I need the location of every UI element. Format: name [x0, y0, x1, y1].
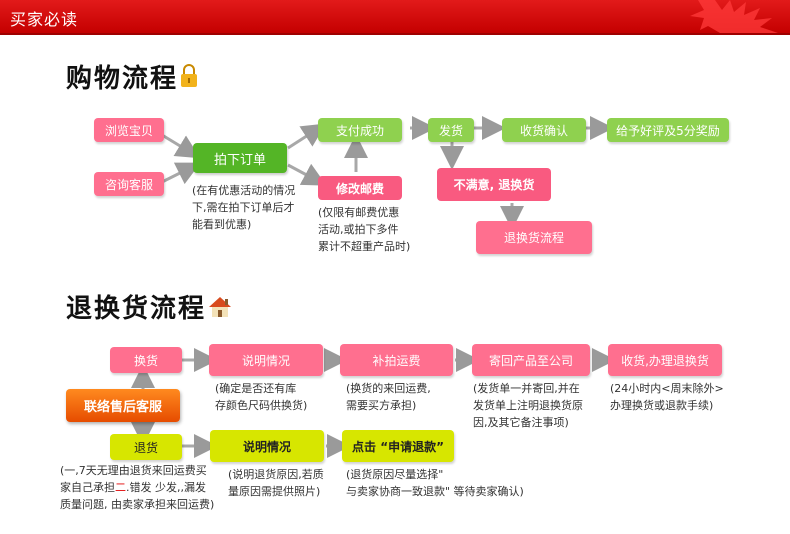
extra-shipping-step: 补拍运费 [340, 344, 453, 376]
consult-service-step: 咨询客服 [94, 172, 164, 196]
explain-exchange-step: 说明情况 [209, 344, 323, 376]
shopping-title-text: 购物流程 [66, 64, 179, 94]
send-back-step: 寄回产品至公司 [472, 344, 590, 376]
return-flow-step: 退换货流程 [476, 221, 592, 254]
header-divider [0, 33, 790, 35]
refund-note-highlight: 二 [115, 481, 126, 494]
send-back-note: (发货单一并寄回,并在 发货单上注明退换货原 因,及其它备注事项) [473, 382, 583, 429]
returns-title-text: 退换货流程 [66, 294, 207, 324]
shopping-section-title: 购物流程 [66, 58, 198, 95]
apply-refund-step: 点击 “申请退款” [342, 430, 454, 462]
modify-postage-step: 修改邮费 [318, 176, 402, 200]
header-bar: 买家必读 [0, 0, 790, 33]
contact-after-sales-button[interactable]: 联络售后客服 [66, 389, 180, 422]
starburst-decoration [690, 0, 778, 33]
refund-note-part-a: (一,7天无理由退货来回运费买 家自己承担 [60, 464, 207, 494]
explain-refund-step: 说明情况 [210, 430, 324, 462]
refund-note: (一,7天无理由退货来回运费买 家自己承担二.错发 少发,,漏发 质量问题, 由… [60, 462, 220, 513]
confirm-receipt-step: 收货确认 [502, 118, 586, 142]
unsatisfied-return-step: 不满意, 退换货 [437, 168, 551, 201]
lock-icon [180, 64, 198, 95]
house-icon [208, 295, 232, 325]
explain-refund-note: (说明退货原因,若质 量原因需提供照片) [228, 468, 324, 498]
explain-exchange-note: (确定是否还有库 存颜色尺码供换货) [215, 382, 308, 412]
ship-step: 发货 [428, 118, 474, 142]
refund-step: 退货 [110, 434, 182, 460]
apply-refund-note: (退货原因尽量选择" 与卖家协商一致退款" 等待卖家确认) [346, 468, 524, 498]
payment-success-step: 支付成功 [318, 118, 402, 142]
place-order-step: 拍下订单 [193, 143, 287, 173]
browse-items-step: 浏览宝贝 [94, 118, 164, 142]
header-title: 买家必读 [10, 10, 79, 29]
receive-process-step: 收货,办理退换货 [608, 344, 722, 376]
receive-process-note: (24小时内<周末除外> 办理换货或退款手续) [610, 382, 724, 412]
modify-postage-note: (仅限有邮费优惠 活动,或拍下多件 累计不超重产品时) [318, 206, 411, 253]
exchange-step: 换货 [110, 347, 182, 373]
place-order-note: (在有优惠活动的情况 下,需在拍下订单后才 能看到优惠) [192, 184, 296, 231]
positive-review-step: 给予好评及5分奖励 [607, 118, 729, 142]
refund-note-part-b: .错发 少发,,漏发 质量问题, 由卖家承担来回运费) [60, 481, 215, 511]
extra-shipping-note: (换货的来回运费, 需要买方承担) [346, 382, 431, 412]
returns-section-title: 退换货流程 [66, 288, 232, 325]
